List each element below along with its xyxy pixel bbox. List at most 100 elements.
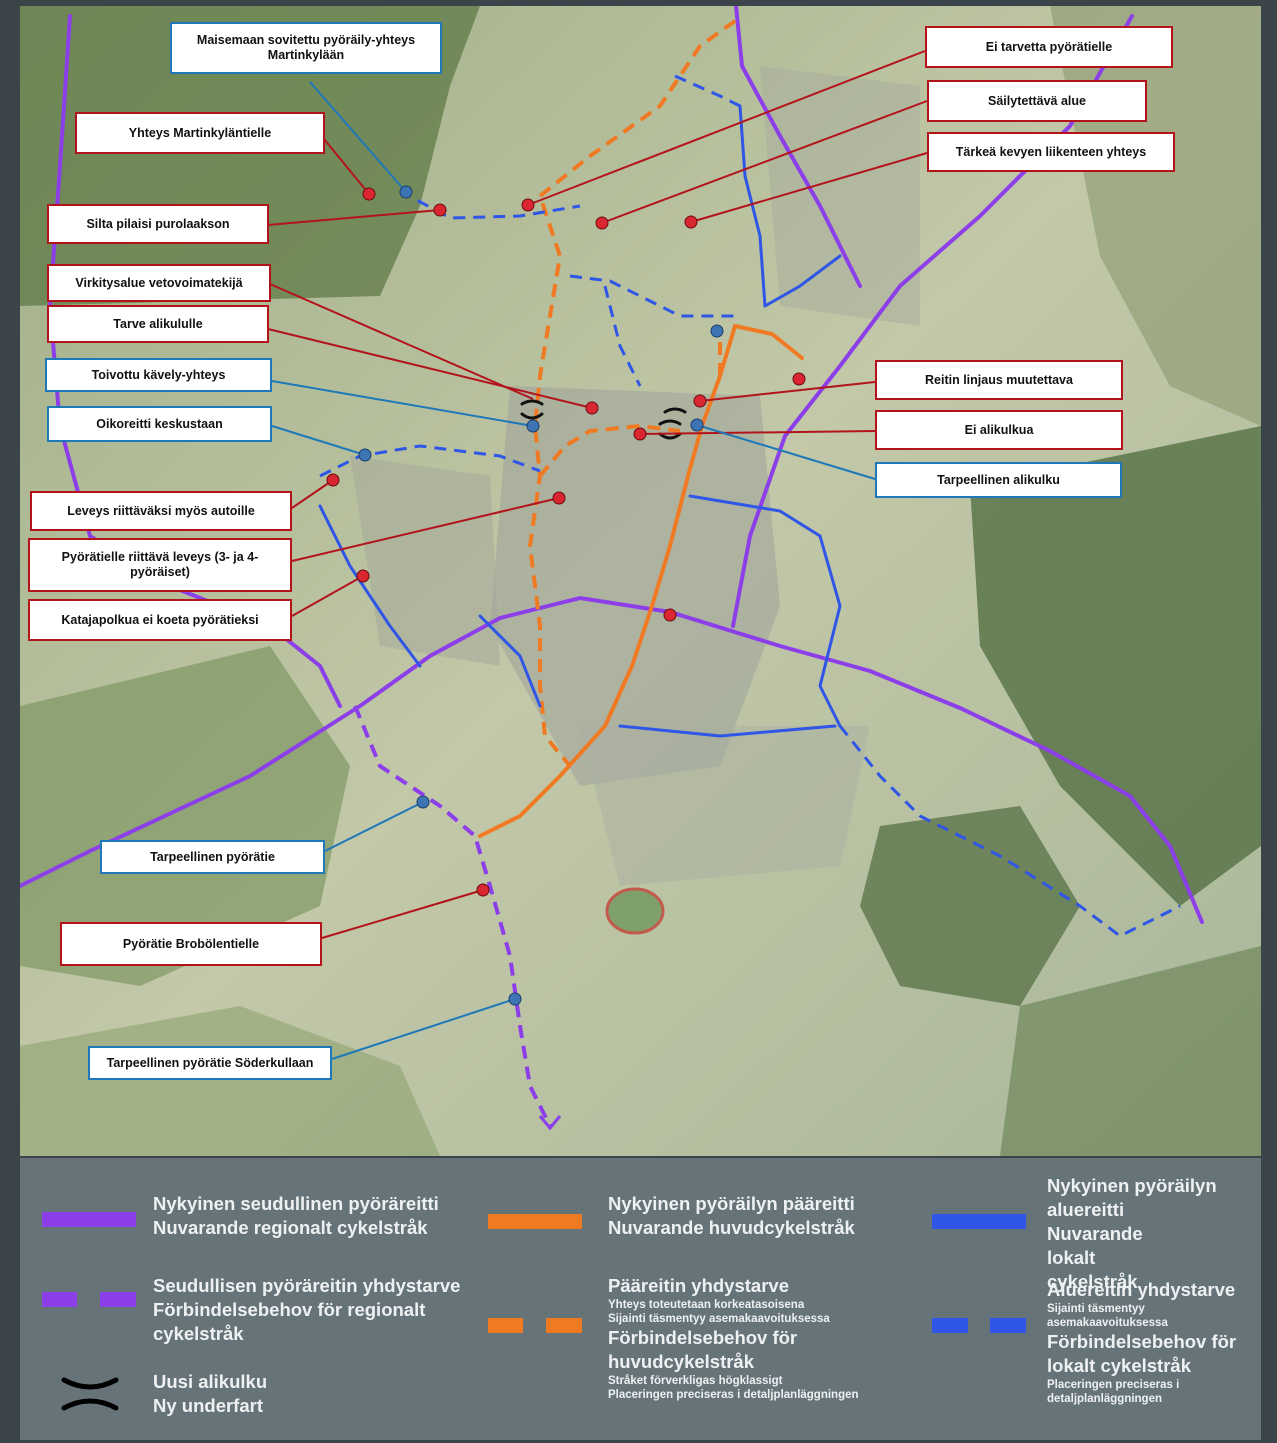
marker-blue[interactable] — [710, 324, 724, 338]
callout-necessary-cycleway[interactable]: Tarpeellinen pyörätie — [100, 840, 325, 874]
legend-swatch-local — [932, 1214, 1026, 1229]
marker-blue[interactable] — [508, 992, 522, 1006]
legend-swatch-main-dash — [546, 1318, 582, 1333]
legend-underpass: Uusi alikulku Ny underfart — [153, 1371, 268, 1416]
callout-recreation-area[interactable]: Virkitysalue vetovoimatekijä — [47, 264, 271, 302]
local-need-route-martinkyla[interactable] — [399, 189, 581, 220]
marker-red[interactable] — [585, 401, 599, 415]
callout-soderkulla-cycleway[interactable]: Tarpeellinen pyörätie Söderkullaan — [88, 1046, 332, 1080]
main-route-central[interactable] — [478, 324, 737, 838]
fields-southwest — [20, 646, 350, 986]
local-route-east-loop[interactable] — [688, 494, 842, 728]
local-route-south-west[interactable] — [478, 614, 542, 708]
legend-swatch-regional — [42, 1212, 136, 1227]
forest-east — [970, 426, 1261, 906]
marker-red[interactable] — [595, 216, 609, 230]
callout-necessary-underpass[interactable]: Tarpeellinen alikulku — [875, 462, 1122, 498]
main-need-route-centre-loop[interactable] — [538, 423, 681, 478]
leader-line — [331, 998, 516, 1060]
legend-swatch-main — [488, 1214, 582, 1229]
local-route-north-spur[interactable] — [763, 254, 842, 308]
leader-line — [309, 81, 407, 193]
leader-line — [690, 152, 928, 223]
local-route-west[interactable] — [318, 504, 422, 668]
residential-north — [760, 66, 920, 326]
fields-south — [20, 1006, 440, 1156]
underpass-symbols — [520, 399, 687, 440]
callout-landscape-martinkyla[interactable]: Maisemaan sovitettu pyöräily-yhteys Mart… — [170, 22, 442, 74]
callout-bridge-valley[interactable]: Silta pilaisi purolaakson — [47, 204, 269, 244]
leader-line — [321, 889, 484, 939]
legend-main-need: Pääreitin yhdystarve Yhteys toteutetaan … — [608, 1275, 859, 1401]
leader-line — [291, 575, 364, 617]
marker-blue[interactable] — [399, 185, 413, 199]
local-route-north[interactable] — [738, 104, 767, 308]
main-route-northeast-spur[interactable] — [733, 324, 804, 360]
marker-red[interactable] — [326, 473, 340, 487]
legend-swatch-main-dash — [488, 1318, 523, 1333]
callout-brobole-cycleway[interactable]: Pyörätie Brobölentielle — [60, 922, 322, 966]
regional-route-north[interactable] — [734, 6, 862, 288]
leader-line — [699, 381, 876, 402]
callout-katajapolku[interactable]: Katajapolkua ei koeta pyörätieksi — [28, 599, 292, 641]
marker-red[interactable] — [362, 187, 376, 201]
marker-red[interactable] — [356, 569, 370, 583]
map-legend: Nykyinen seudullinen pyöräreitti Nuvaran… — [20, 1158, 1261, 1440]
leader-line — [601, 100, 928, 224]
marker-red[interactable] — [684, 215, 698, 229]
legend-local-need: Aluereitin yhdystarve Sijainti täsmentyy… — [1047, 1279, 1237, 1405]
callout-preserved-area[interactable]: Säilytettävä alue — [927, 80, 1147, 122]
local-need-route-north-centre[interactable] — [569, 274, 735, 318]
regional-need-arrowhead — [538, 1115, 562, 1131]
forest-southeast — [860, 806, 1080, 1006]
callout-walking-connection[interactable]: Toivottu kävely-yhteys — [45, 358, 272, 392]
callout-width-cars[interactable]: Leveys riittäväksi myös autoille — [30, 491, 292, 531]
legend-regional-existing: Nykyinen seudullinen pyöräreitti Nuvaran… — [153, 1193, 439, 1238]
marker-red[interactable] — [521, 198, 535, 212]
marker-blue[interactable] — [526, 419, 540, 433]
leader-line — [271, 425, 366, 456]
callout-martinkylantie[interactable]: Yhteys Martinkyläntielle — [75, 112, 325, 154]
callout-no-underpass[interactable]: Ei alikulkua — [875, 410, 1123, 450]
callout-shortcut-centre[interactable]: Oikoreitti keskustaan — [47, 406, 272, 442]
local-need-route-west-centre[interactable] — [319, 444, 541, 478]
legend-main-existing: Nykyinen pyöräilyn pääreitti Nuvarande h… — [608, 1193, 855, 1238]
leader-line — [527, 50, 926, 206]
underpass-icon — [520, 412, 544, 420]
main-need-route-north-south[interactable] — [527, 19, 737, 768]
local-route-south[interactable] — [618, 724, 837, 738]
marker-red[interactable] — [476, 883, 490, 897]
marker-red[interactable] — [693, 394, 707, 408]
markers — [326, 185, 806, 1006]
marker-red[interactable] — [792, 372, 806, 386]
callout-underpass-need[interactable]: Tarve alikululle — [47, 305, 269, 343]
marker-blue[interactable] — [690, 418, 704, 432]
callout-no-cycleway-needed[interactable]: Ei tarvetta pyörätielle — [925, 26, 1173, 68]
underpass-icon — [658, 419, 682, 426]
callout-route-alignment-change[interactable]: Reitin linjaus muutettava — [875, 360, 1123, 400]
sports-field — [605, 887, 665, 935]
legend-swatch-local-dash — [932, 1318, 968, 1333]
marker-red[interactable] — [633, 427, 647, 441]
residential-south — [580, 726, 870, 886]
aerial-map[interactable]: Maisemaan sovitettu pyöräily-yhteys Mart… — [20, 6, 1261, 1156]
town-centre — [490, 386, 780, 786]
marker-blue[interactable] — [416, 795, 430, 809]
leader-line — [267, 209, 441, 226]
callout-width-tricycles[interactable]: Pyörätielle riittävä leveys (3- ja 4-pyö… — [28, 538, 292, 592]
local-need-route-north[interactable] — [674, 74, 741, 108]
marker-red[interactable] — [663, 608, 677, 622]
leader-line — [269, 283, 534, 400]
underpass-icon — [663, 407, 687, 414]
legend-swatch-regional-dash — [42, 1292, 77, 1307]
marker-red[interactable] — [433, 203, 447, 217]
main-need-routes — [527, 19, 737, 768]
marker-blue[interactable] — [358, 448, 372, 462]
regional-need-route-south[interactable] — [353, 705, 552, 1127]
marker-red[interactable] — [552, 491, 566, 505]
callout-important-connection[interactable]: Tärkeä kevyen liikenteen yhteys — [927, 132, 1175, 172]
underpass-icon — [658, 432, 682, 440]
leader-line — [271, 380, 534, 427]
local-need-route-centre-north[interactable] — [603, 285, 642, 387]
local-need-route-southeast[interactable] — [838, 725, 1181, 938]
